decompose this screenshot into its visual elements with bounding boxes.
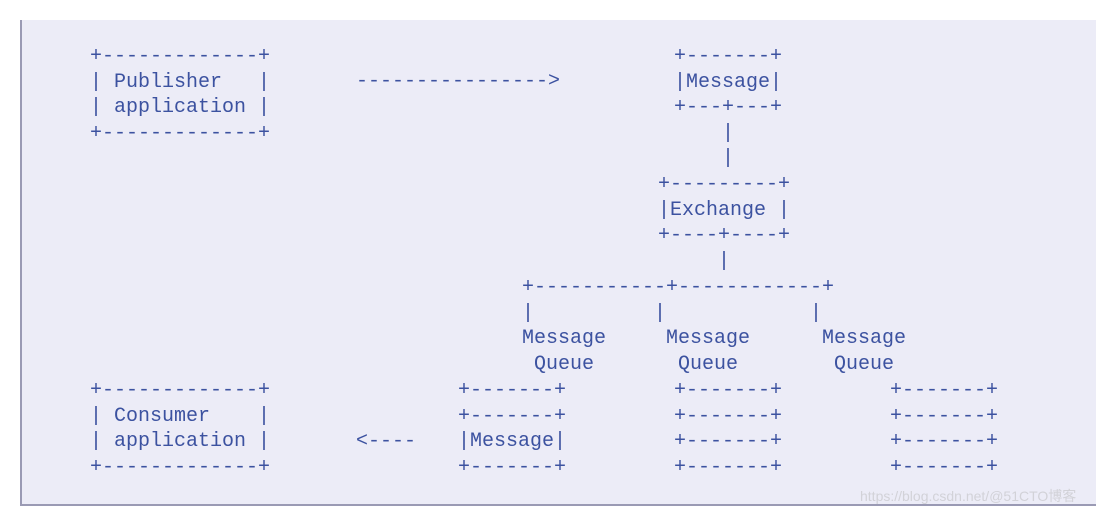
watermark: https://blog.csdn.net/@51CTO博客 [860, 488, 1077, 504]
publish-arrow: ----------------> [356, 70, 561, 93]
consumer-application-box: +-------------+ | Consumer | | applicati… [90, 379, 271, 479]
publisher-application-box: +-------------+ | Publisher | | applicat… [90, 45, 271, 145]
message-queues-fanout: +-----------+------------+ | | | Message… [522, 276, 907, 376]
queue-1-stack: +-------+ +-------+ |Message| +-------+ [458, 379, 567, 479]
consume-arrow: <---- [356, 430, 417, 453]
exchange-box: +---------+ |Exchange | +----+----+ | [658, 173, 791, 273]
queue-2-stack: +-------+ +-------+ +-------+ +-------+ [674, 379, 783, 479]
queue-3-stack: +-------+ +-------+ +-------+ +-------+ [890, 379, 999, 479]
message-box: +-------+ |Message| +---+---+ | | [674, 45, 783, 171]
diagram-panel: +-------------+ | Publisher | | applicat… [20, 20, 1096, 506]
